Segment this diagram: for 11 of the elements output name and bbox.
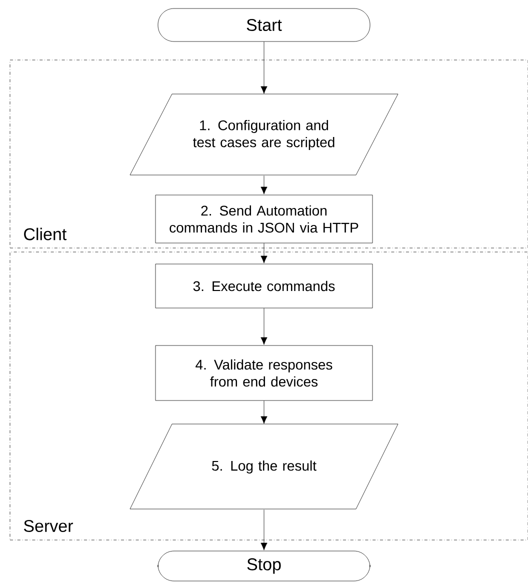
arrow [260, 42, 268, 94]
arrow [260, 400, 268, 424]
data-parallelogram: 1. Configuration and test cases are scripted [130, 94, 398, 176]
arrow [260, 308, 268, 345]
arrow [260, 176, 268, 194]
arrow [260, 243, 268, 264]
data-parallelogram: 5. Log the result [130, 424, 398, 510]
process-box: 3. Execute commands [155, 264, 373, 308]
arrow [260, 510, 268, 550]
process-box: 4. Validate responses from end devices [155, 345, 373, 401]
process-box: 2. Send Automation commands in JSON via HTTP [155, 194, 373, 244]
